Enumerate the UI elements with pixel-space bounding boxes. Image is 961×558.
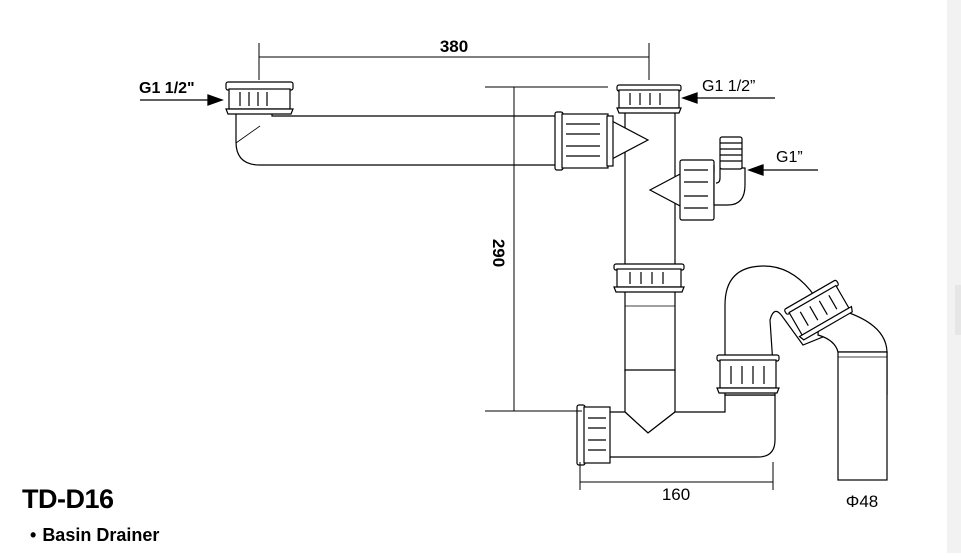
- side-inlet-label: G1”: [776, 149, 803, 166]
- dimension-lines: [258, 43, 774, 490]
- u-trap-pipe: [606, 394, 776, 458]
- dimension-height-label: 290: [489, 239, 508, 267]
- top-inlet-arrow: [681, 92, 775, 104]
- right-edge-strip: [947, 0, 961, 553]
- product-code: TD-D16: [22, 484, 114, 514]
- product-description: Basin Drainer: [42, 525, 160, 545]
- middle-pipe-nut: [613, 263, 685, 293]
- riser-nut: [716, 354, 780, 394]
- left-inlet-arrow: [140, 94, 224, 106]
- trap-outlet-nut: [576, 404, 611, 466]
- dimension-width-label: 380: [440, 37, 468, 56]
- main-vertical-pipe: [624, 110, 676, 434]
- top-inlet-label: G1 1/2”: [702, 78, 755, 95]
- tee-connection-nut: [554, 111, 614, 171]
- side-inlet-arrow: [747, 164, 818, 176]
- dimension-trap-width-label: 160: [662, 485, 690, 504]
- product-description-line: •Basin Drainer: [30, 525, 159, 546]
- side-inlet-nut: [679, 159, 715, 221]
- left-inlet-nut: [225, 81, 294, 115]
- bullet-marker: •: [30, 525, 37, 545]
- pipe-diameter-label: Φ48: [846, 492, 878, 511]
- horizontal-inlet-pipe: [235, 111, 557, 166]
- side-inlet-elbow: [713, 136, 746, 206]
- left-inlet-label: G1 1/2": [139, 80, 195, 97]
- right-edge-mark: [955, 285, 961, 335]
- top-inlet-nut: [616, 84, 682, 114]
- s-bend-nut: [784, 279, 853, 341]
